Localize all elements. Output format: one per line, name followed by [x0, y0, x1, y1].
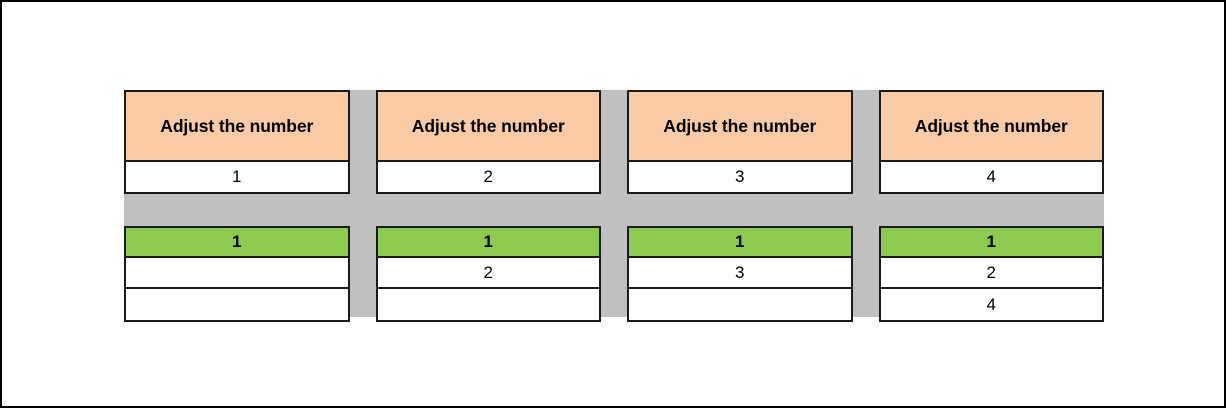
- column-2-header-group: Adjust the number 2: [375, 90, 601, 194]
- table-column-1: Adjust the number 1 1: [124, 90, 350, 322]
- column-4-input-value[interactable]: 4: [880, 162, 1102, 192]
- column-2-result-group: 1 2: [375, 226, 601, 322]
- column-1-header: Adjust the number: [126, 92, 348, 162]
- column-2-input-value[interactable]: 2: [377, 162, 599, 192]
- column-1-input-value[interactable]: 1: [126, 162, 348, 192]
- column-3-result-cell-2: 3: [629, 258, 851, 289]
- column-3-result-group: 1 3: [627, 226, 853, 322]
- column-3-result-cell-1: 1: [629, 228, 851, 258]
- table-column-2: Adjust the number 2 1 2: [375, 90, 601, 322]
- table-column-3: Adjust the number 3 1 3: [627, 90, 853, 322]
- column-3-header-group: Adjust the number 3: [627, 90, 853, 194]
- column-1-result-cell-3: [126, 289, 348, 320]
- table-column-4: Adjust the number 4 1 2 4: [878, 90, 1104, 322]
- column-3-spacer: [627, 194, 853, 226]
- column-gutter-2: [601, 90, 627, 317]
- column-3-result-cell-3: [629, 289, 851, 320]
- column-2-result-cell-1: 1: [377, 228, 599, 258]
- column-4-spacer: [878, 194, 1104, 226]
- comparison-table: Adjust the number 1 1 Adjust the number …: [124, 90, 1104, 322]
- column-2-header: Adjust the number: [377, 92, 599, 162]
- column-2-result-cell-2: 2: [377, 258, 599, 289]
- column-gutter-1: [349, 90, 376, 317]
- column-1-result-cell-1: 1: [126, 228, 348, 258]
- column-4-result-cell-2: 2: [880, 258, 1102, 289]
- column-1-result-cell-2: [126, 258, 348, 289]
- column-2-result-cell-3: [377, 289, 599, 320]
- column-1-result-group: 1: [124, 226, 350, 322]
- column-4-header-group: Adjust the number 4: [878, 90, 1104, 194]
- column-4-result-group: 1 2 4: [878, 226, 1104, 322]
- column-2-spacer: [375, 194, 601, 226]
- column-1-spacer: [124, 194, 350, 226]
- column-3-header: Adjust the number: [629, 92, 851, 162]
- column-4-result-cell-1: 1: [880, 228, 1102, 258]
- column-4-result-cell-3: 4: [880, 289, 1102, 320]
- column-gutter-3: [852, 90, 879, 317]
- column-1-header-group: Adjust the number 1: [124, 90, 350, 194]
- column-4-header: Adjust the number: [880, 92, 1102, 162]
- column-3-input-value[interactable]: 3: [629, 162, 851, 192]
